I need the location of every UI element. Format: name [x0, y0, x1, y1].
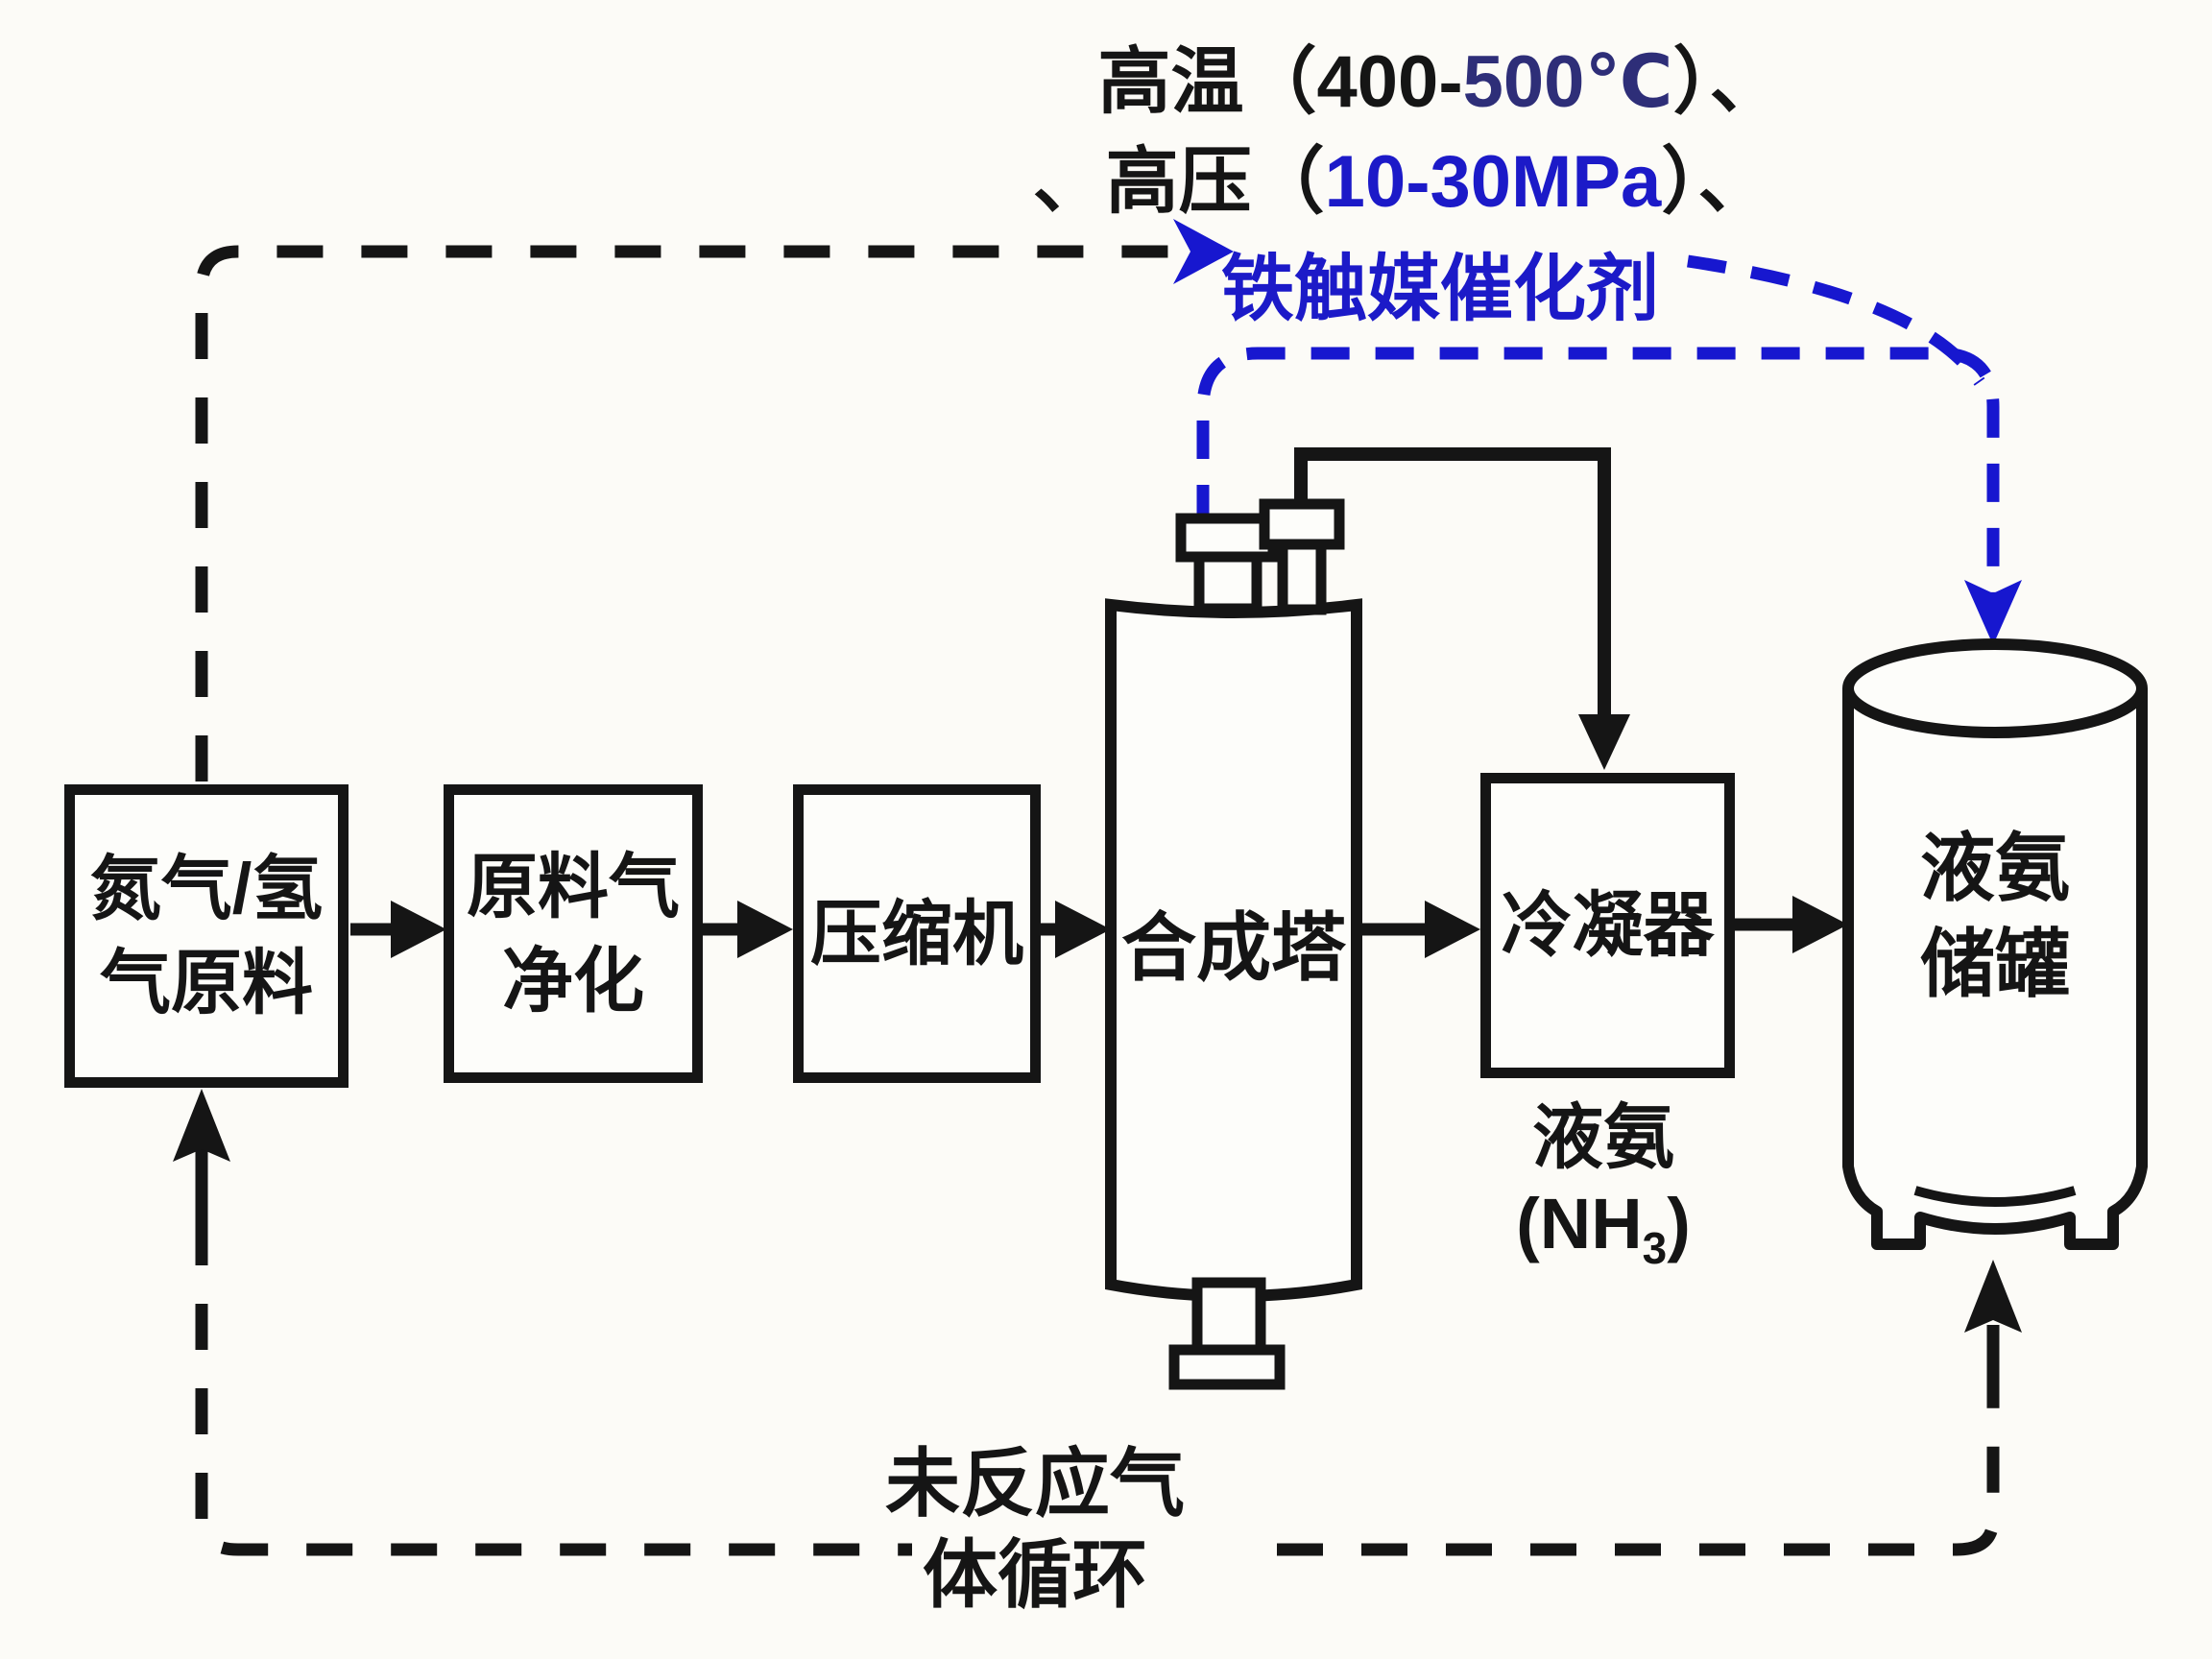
flow-arrowhead-2-icon	[737, 901, 793, 958]
condenser-box: 冷凝器	[1480, 773, 1735, 1078]
condenser-label: 冷凝器	[1501, 885, 1715, 966]
tower-to-condenser-pipe	[1294, 447, 1611, 730]
tower-top-right-nozzle-flange	[1259, 498, 1345, 550]
synthesis-tower-label: 合成塔	[1120, 905, 1346, 990]
catalyst-dashed-line	[1196, 347, 2000, 603]
nh3-formula: (NH3)	[1516, 1184, 1691, 1274]
flow-arrowhead-4-icon	[1425, 901, 1480, 958]
flow-arrowhead-3-icon	[1055, 901, 1111, 958]
feed-box: 氮气/氢 气原料	[64, 784, 349, 1088]
recycle-label-line1: 未反应气	[884, 1441, 1185, 1526]
liquid-ammonia-text: 液氨	[1532, 1097, 1674, 1177]
feed-label-line1: 氮气/氢	[89, 849, 324, 929]
flow-arrowhead-1-icon	[391, 901, 446, 958]
tower-top-right-nozzle-stem	[1277, 537, 1327, 615]
tower-bottom-nozzle-flange	[1168, 1344, 1286, 1390]
recycle-dashed-line-top	[195, 245, 1181, 781]
compressor-label: 压缩机	[810, 893, 1023, 974]
storage-tank-body	[1842, 688, 2148, 1250]
nh3-subscript: 3	[1642, 1223, 1668, 1274]
blue-down-arrowhead-icon	[1964, 580, 2022, 645]
recycle-label-line2: 体循环	[922, 1532, 1147, 1618]
tower-bottom-nozzle-stem	[1191, 1277, 1266, 1359]
temperature-value: 500℃	[1462, 41, 1673, 123]
synthesis-tower-vessel	[1105, 598, 1362, 1302]
recycle-dashed-line-bottom-right	[1277, 1382, 2000, 1556]
storage-tank-top-ellipse	[1842, 638, 2148, 738]
pipe-down-arrowhead-icon	[1578, 714, 1630, 770]
catalyst-dashed-merge-curve	[1687, 254, 1985, 386]
storage-tank-bottom-dish-line	[1913, 1186, 2077, 1207]
flow-arrows	[350, 896, 1848, 958]
conditions-line-temperature: 高温（400-500℃）、	[1097, 41, 1783, 123]
flow-arrowhead-5-icon	[1792, 896, 1848, 953]
recycle-dashed-line-bottom-left	[195, 1219, 912, 1556]
purification-box: 原料气 净化	[444, 784, 703, 1083]
blue-right-arrowhead-icon	[1173, 219, 1234, 284]
purification-label-line2: 净化	[502, 940, 644, 1021]
conditions-line-pressure: 、高压（10-30MPa）、	[1032, 141, 1771, 223]
temperature-text: 高温（400-	[1097, 41, 1463, 123]
tank-label-line2: 储罐	[1919, 921, 2070, 1006]
tank-label-line1: 液氨	[1919, 826, 2070, 910]
recycle-up-arrowhead-tank-icon	[1964, 1260, 2022, 1333]
compressor-box: 压缩机	[793, 784, 1041, 1083]
pressure-text: 、高压（	[1032, 141, 1325, 223]
liquid-ammonia-label: 液氨 (NH3)	[1483, 1094, 1723, 1276]
feed-label-line2: 气原料	[100, 943, 313, 1022]
pressure-value: 10-30MPa	[1324, 141, 1662, 223]
recycle-up-arrowhead-feed-icon	[173, 1089, 230, 1162]
storage-tank-label: 液氨 储罐	[1870, 821, 2120, 1013]
catalyst-text: 铁触媒催化剂	[1221, 249, 1659, 330]
purification-label-line1: 原料气	[467, 846, 680, 926]
conditions-line-catalyst: 铁触媒催化剂	[1008, 253, 1872, 326]
recycle-label: 未反应气 体循环	[824, 1438, 1246, 1621]
